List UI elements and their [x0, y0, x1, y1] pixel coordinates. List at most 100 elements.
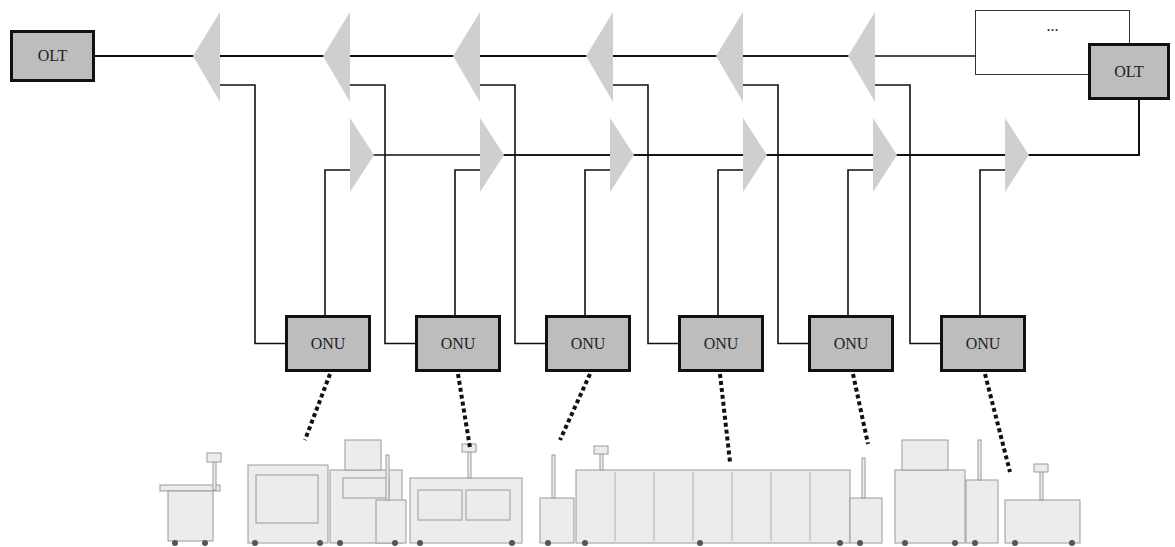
splitter-triangle: [873, 118, 897, 192]
splitter-triangle: [610, 118, 634, 192]
node-label: ONU: [311, 335, 346, 353]
caster-wheel: [172, 540, 178, 546]
onu-box: ONU: [678, 315, 764, 372]
caster-wheel: [417, 540, 423, 546]
machine-part: [862, 458, 865, 498]
smt-production-line: [160, 440, 1080, 543]
splitters: [193, 12, 1029, 192]
caster-wheel: [972, 540, 978, 546]
node-label: OLT: [1114, 63, 1144, 81]
oven-segment-line: [732, 472, 733, 541]
machine-part: [256, 475, 318, 523]
machine-part: [966, 480, 998, 543]
onu-box: ONU: [285, 315, 371, 372]
node-label: ONU: [571, 335, 606, 353]
fiber-line: [95, 56, 415, 344]
dotted-link: [853, 374, 868, 444]
splitter-triangle: [743, 118, 767, 192]
machine-part: [376, 500, 406, 543]
machine-part: [594, 446, 608, 454]
caster-wheel: [317, 540, 323, 546]
splitter-triangle: [453, 12, 480, 102]
machine-part: [576, 470, 850, 543]
machine-part: [850, 498, 882, 543]
fiber-line: [95, 56, 545, 344]
fiber-line: [980, 100, 1139, 315]
dotted-link: [458, 374, 470, 448]
node-label: ...: [1047, 17, 1059, 35]
machine-part: [248, 465, 328, 543]
onu-box: ONU: [940, 315, 1026, 372]
fiber-line: [848, 100, 1139, 315]
machine-part: [410, 478, 522, 543]
machine-part: [418, 490, 462, 520]
fiber-line: [455, 100, 1139, 315]
oven-segment-line: [693, 472, 694, 541]
machine-part: [345, 440, 381, 470]
caster-wheel: [252, 540, 258, 546]
caster-wheel: [697, 540, 703, 546]
machine-part: [1040, 470, 1043, 500]
machine-part: [466, 490, 510, 520]
machine-feet: [172, 540, 1075, 546]
splitter-triangle: [323, 12, 350, 102]
fiber-line: [95, 56, 678, 344]
wireless-links: [305, 374, 1010, 472]
caster-wheel: [337, 540, 343, 546]
node-label: ONU: [441, 335, 476, 353]
node-label: ONU: [966, 335, 1001, 353]
machine-part: [895, 470, 965, 543]
machine-part: [213, 460, 216, 490]
onu-box: ONU: [808, 315, 894, 372]
oven-segments: [615, 472, 810, 541]
splitter-triangle: [586, 12, 613, 102]
onu-box: ONU: [415, 315, 501, 372]
fiber-line: [325, 100, 1139, 315]
fiber-line: [95, 56, 940, 344]
splitter-triangle: [848, 12, 875, 102]
caster-wheel: [582, 540, 588, 546]
splitter-triangle: [480, 118, 504, 192]
caster-wheel: [392, 540, 398, 546]
olt-box: OLT: [1088, 43, 1170, 100]
caster-wheel: [857, 540, 863, 546]
dotted-link: [985, 374, 1010, 472]
caster-wheel: [837, 540, 843, 546]
splitter-triangle: [1005, 118, 1029, 192]
machine-part: [386, 455, 389, 500]
dotted-link: [560, 374, 590, 440]
fiber-line: [585, 100, 1139, 315]
machine-part: [978, 440, 981, 480]
caster-wheel: [902, 540, 908, 546]
caster-wheel: [545, 540, 551, 546]
machine-part: [540, 498, 574, 543]
machine-part: [1005, 500, 1080, 543]
machine-part: [343, 478, 389, 498]
splitter-triangle: [193, 12, 220, 102]
dotted-link: [720, 374, 730, 462]
splitter-triangle: [350, 118, 374, 192]
machine-part: [1034, 464, 1048, 472]
caster-wheel: [509, 540, 515, 546]
node-label: OLT: [38, 47, 68, 65]
machine-part: [207, 453, 221, 462]
olt-box: OLT: [10, 30, 95, 82]
oven-segment-line: [771, 472, 772, 541]
machine-part: [160, 485, 220, 491]
dotted-link: [305, 374, 330, 440]
splitter-triangle: [716, 12, 743, 102]
onu-box: ONU: [545, 315, 631, 372]
machine-part: [552, 455, 555, 498]
node-label: ONU: [704, 335, 739, 353]
fiber-line: [95, 56, 285, 344]
fiber-line: [718, 100, 1139, 315]
oven-segment-line: [654, 472, 655, 541]
caster-wheel: [952, 540, 958, 546]
fiber-line: [95, 56, 808, 344]
caster-wheel: [1012, 540, 1018, 546]
machine-part: [168, 491, 213, 541]
machine-part: [902, 440, 948, 470]
